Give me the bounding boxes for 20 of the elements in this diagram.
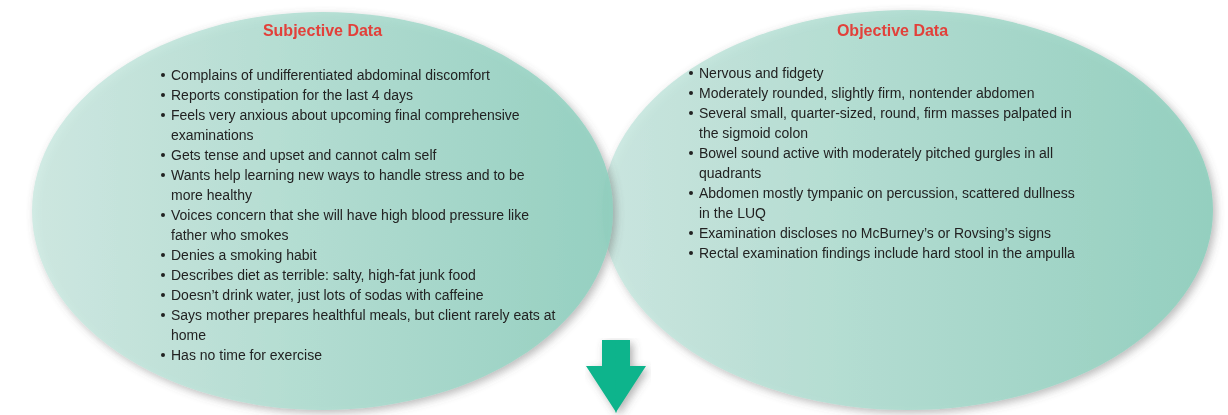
bullet-item: Voices concern that she will have high blood pressure like father who smokes — [160, 205, 560, 245]
bullet-item: Doesn’t drink water, just lots of sodas with caffeine — [160, 285, 560, 305]
bullet-item: Nervous and fidgety — [688, 63, 1083, 83]
bullet-item: Feels very anxious about upcoming final comprehensive examinations — [160, 105, 560, 145]
bullet-item: Reports constipation for the last 4 days — [160, 85, 560, 105]
bullet-item: Bowel sound active with moderately pitched gurgles in all quadrants — [688, 143, 1083, 183]
bullet-item: Gets tense and upset and cannot calm self — [160, 145, 560, 165]
bullet-item: Says mother prepares healthful meals, but client rarely eats at home — [160, 305, 560, 345]
heading: Objective Data — [835, 22, 950, 40]
bullet-item: Abdomen mostly tympanic on percussion, scattered dullness in the LUQ — [688, 183, 1083, 223]
bullet-item: Has no time for exercise — [160, 345, 560, 365]
bullet-item: Denies a smoking habit — [160, 245, 560, 265]
bullet-item: Describes diet as terrible: salty, high-fat junk food — [160, 265, 560, 285]
heading: Subjective Data — [261, 22, 384, 40]
bullet-item: Wants help learning new ways to handle stress and to be more healthy — [160, 165, 560, 205]
bullet-item: Examination discloses no McBurney’s or Rovsing’s signs — [688, 223, 1083, 243]
bullet-item: Moderately rounded, slightly firm, nontender abdomen — [688, 83, 1083, 103]
bullet-item: Several small, quarter-sized, round, firm masses palpated in the sigmoid colon — [688, 103, 1083, 143]
bullet-item: Complains of undifferentiated abdominal discomfort — [160, 65, 560, 85]
bullet-item: Rectal examination findings include hard stool in the ampulla — [688, 243, 1083, 263]
